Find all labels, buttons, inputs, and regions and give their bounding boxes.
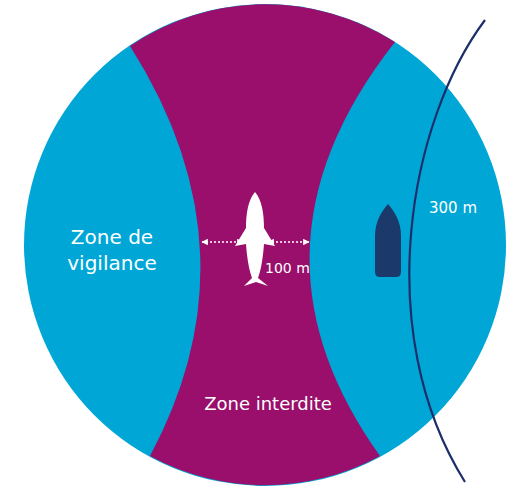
distance-arrow bbox=[202, 241, 243, 242]
distance-label: 300 m bbox=[429, 199, 477, 219]
distance-arrow bbox=[268, 241, 309, 242]
distance-label: 100 m bbox=[265, 259, 310, 277]
boat bbox=[375, 204, 401, 277]
boat-track bbox=[409, 20, 485, 482]
zone-label: Zone de vigilance bbox=[42, 224, 182, 276]
vigilance-zone-outline bbox=[24, 4, 506, 486]
zone-label: Zone interdite bbox=[168, 392, 368, 415]
forbidden-zone-outline bbox=[130, 4, 395, 485]
